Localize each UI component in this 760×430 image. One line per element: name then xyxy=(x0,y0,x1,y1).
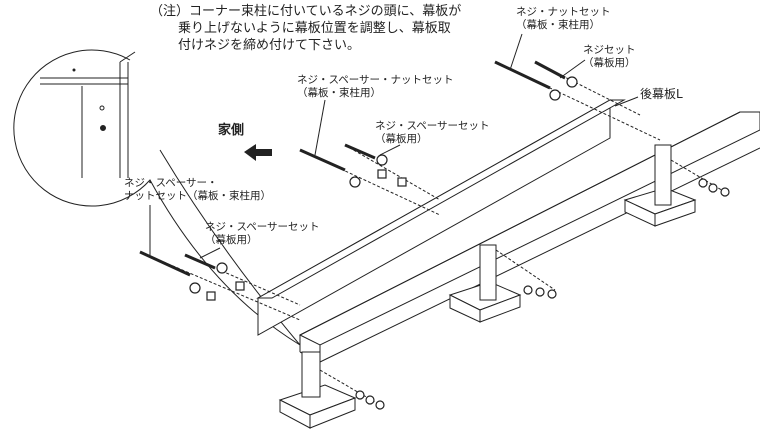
label-bolt-spacer-nut-left: ネジ・スペーサー・ナットセット（幕板・束柱用） xyxy=(124,177,271,202)
label-bolt-spacer-left: ネジ・スペーサーセット（幕板用） xyxy=(205,221,320,246)
note-line: （注）コーナー束柱に付いているネジの頭に、幕板が xyxy=(150,4,462,19)
leader-lines xyxy=(119,33,639,259)
note-line: 乗り上げないように幕板位置を調整し、幕板取 xyxy=(178,21,451,36)
house-side-arrow-icon xyxy=(244,144,272,161)
note-text: （注）コーナー束柱に付いているネジの頭に、幕板が 乗り上げないように幕板位置を調… xyxy=(150,3,461,54)
label-house-side: 家側 xyxy=(218,123,245,138)
detail-magnifier xyxy=(13,49,301,346)
label-screw-set: ネジセット（幕板用） xyxy=(583,44,636,69)
label-rear-board: 後幕板L xyxy=(640,87,683,101)
note-line: 付けネジを締め付けて下さい。 xyxy=(178,38,361,53)
label-bolt-nut-set: ネジ・ナットセット（幕板・束柱用） xyxy=(516,6,611,31)
label-bolt-spacer-mid: ネジ・スペーサーセット（幕板用） xyxy=(375,120,490,145)
bolts-washers xyxy=(139,60,730,410)
label-bolt-spacer-nut-mid: ネジ・スペーサー・ナットセット（幕板・束柱用） xyxy=(297,74,454,99)
posts-footings xyxy=(278,144,697,429)
deck-frame xyxy=(256,99,760,363)
